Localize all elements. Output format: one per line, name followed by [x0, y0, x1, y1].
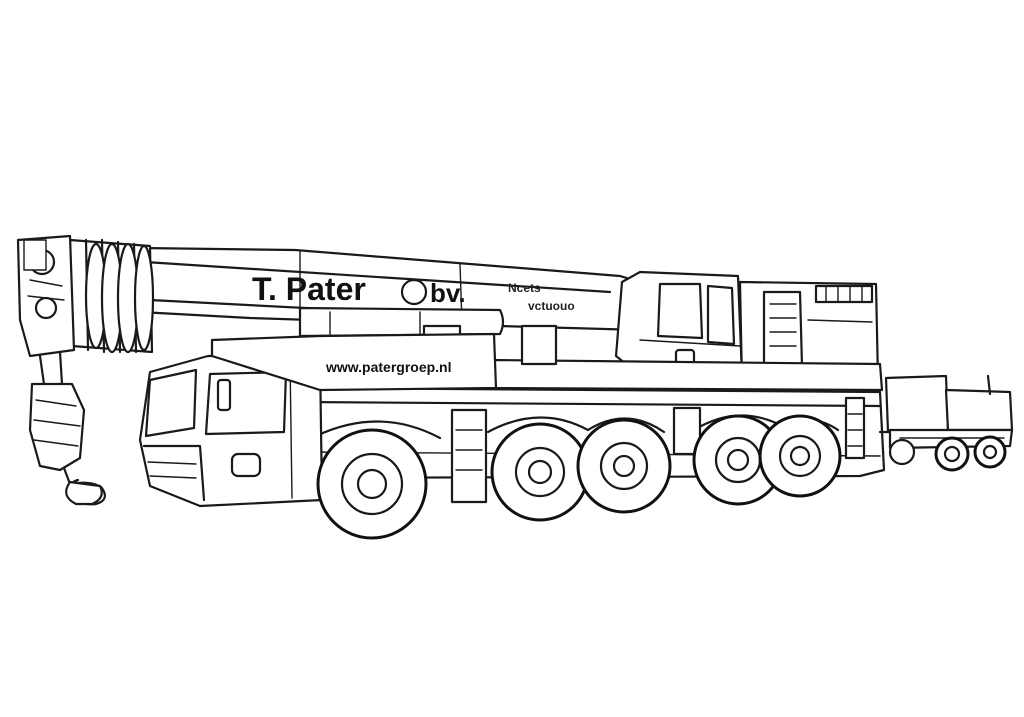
wheel-5 — [758, 414, 842, 498]
wheel-2 — [490, 422, 590, 522]
telescopic-boom — [16, 234, 642, 358]
logo-circle-icon — [400, 278, 428, 306]
driver-cab: www.patergroep.nl — [138, 332, 498, 508]
wheel-1 — [316, 428, 428, 540]
boom-small-text-a: Ncets — [508, 281, 541, 295]
superstructure — [422, 270, 884, 392]
website-text: www.patergroep.nl — [325, 359, 452, 375]
company-name-text: T. Pater — [252, 271, 366, 307]
boom-small-text-b: vctuouo — [528, 299, 575, 313]
trailer — [878, 374, 1014, 472]
wheels — [316, 414, 842, 540]
wheel-3 — [576, 418, 672, 514]
boom-lettering: T. Pater bv. Ncets vctuouo — [252, 271, 575, 313]
hook-block — [28, 350, 106, 506]
company-suffix-text: bv. — [430, 278, 466, 308]
